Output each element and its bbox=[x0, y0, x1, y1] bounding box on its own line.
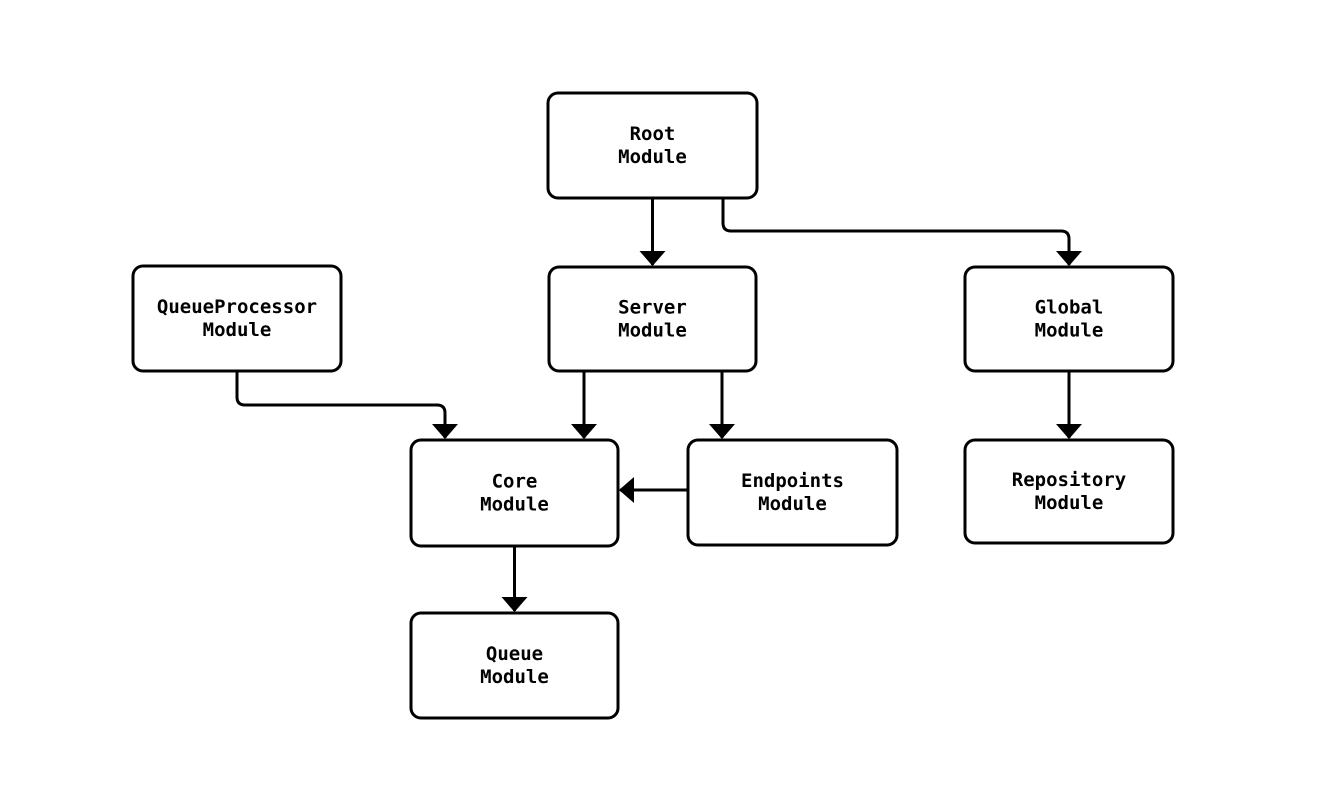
node-box-server bbox=[547, 265, 758, 373]
node-box-root bbox=[546, 91, 759, 200]
edge-root-global bbox=[721, 198, 1082, 266]
edges-layer bbox=[235, 198, 1082, 612]
node-box-queueprocessor bbox=[131, 264, 343, 373]
node-box-queue bbox=[409, 611, 620, 720]
node-box-repository bbox=[963, 438, 1175, 545]
node-box-global bbox=[963, 265, 1175, 373]
edge-queueprocessor-core bbox=[235, 371, 458, 439]
node-box-core bbox=[409, 438, 620, 548]
node-box-endpoints bbox=[686, 438, 899, 547]
